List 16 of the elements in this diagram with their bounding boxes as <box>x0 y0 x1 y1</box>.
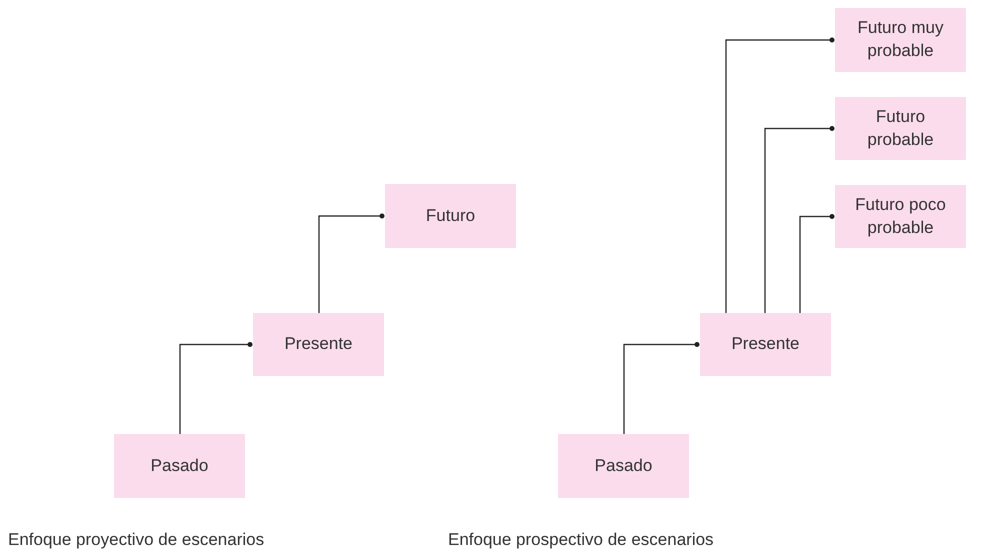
stage-box: Futuro <box>385 184 516 248</box>
stage-box: Futuro poco probable <box>835 185 966 248</box>
stage-box: Pasado <box>114 434 245 498</box>
stage-box: Futuro probable <box>835 97 966 160</box>
connector-line <box>725 38 834 313</box>
connector-line <box>799 214 834 313</box>
stage-box: Pasado <box>558 434 689 498</box>
connector-line <box>623 342 700 434</box>
stage-box: Futuro muy probable <box>835 8 966 72</box>
stage-box: Presente <box>700 313 831 376</box>
connector-line <box>179 342 252 434</box>
connector-line <box>764 126 834 313</box>
caption-text: Enfoque proyectivo de escenarios <box>8 530 264 550</box>
connector-line <box>318 214 384 313</box>
stage-box: Presente <box>253 313 384 376</box>
caption-text: Enfoque prospectivo de escenarios <box>448 530 714 550</box>
